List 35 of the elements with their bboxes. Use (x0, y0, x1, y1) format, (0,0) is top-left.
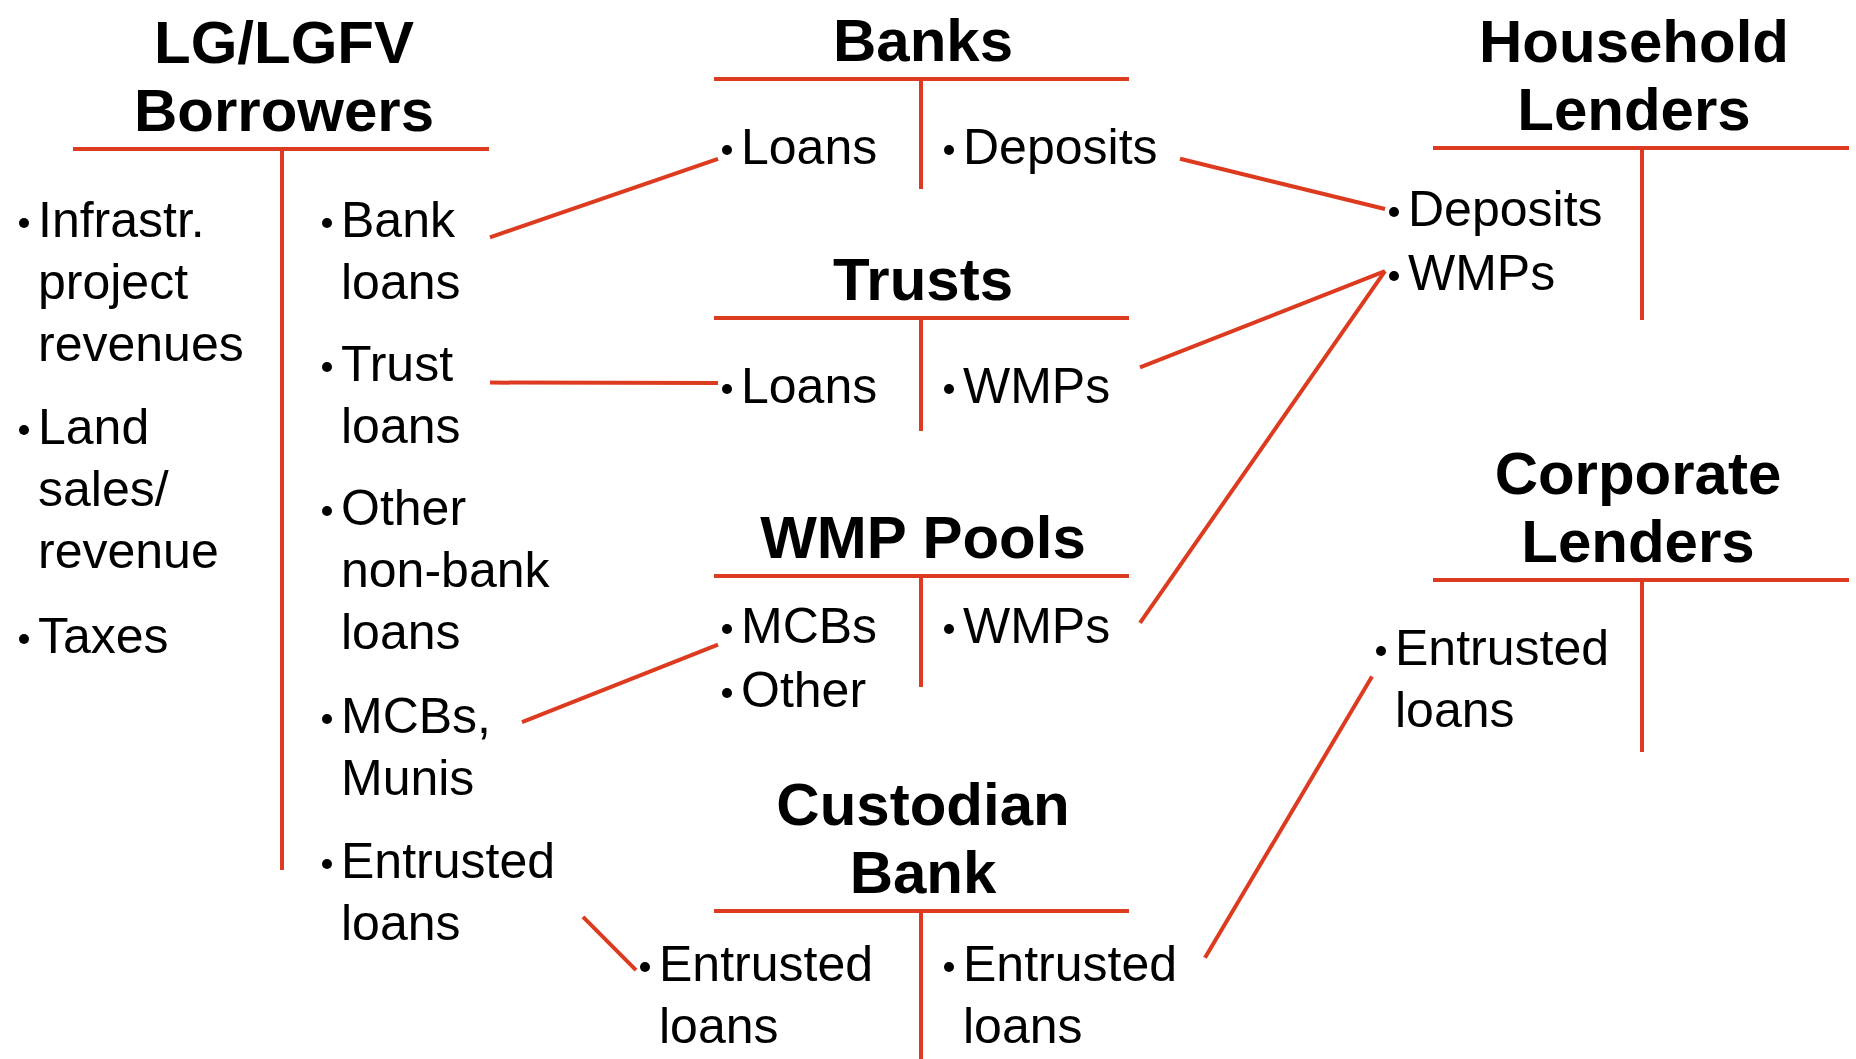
list-item: MCBs (741, 597, 878, 656)
list-item: Entrusted loans (659, 935, 874, 1056)
connector-line (1203, 675, 1374, 959)
list-item: Infrastr. project revenues (38, 191, 245, 374)
list-item: WMPs (963, 597, 1111, 656)
connector-line (489, 156, 719, 240)
list-item: Loans (741, 118, 878, 177)
account-heading: Custodian Bank (775, 771, 1071, 907)
list-item: Other non-bank loans (341, 479, 551, 662)
account-heading: Corporate Lenders (1493, 440, 1783, 576)
list-item: Deposits (1408, 180, 1603, 239)
list-item: WMPs (1408, 244, 1556, 303)
list-item: Taxes (38, 607, 169, 666)
account-heading: LG/LGFV Borrowers (132, 9, 436, 145)
account-heading: Trusts (831, 246, 1015, 314)
connector-line (490, 380, 718, 385)
connector-line (1138, 270, 1387, 625)
list-item: Entrusted loans (1395, 619, 1610, 740)
list-item: Loans (741, 357, 878, 416)
list-item: Trust loans (341, 335, 462, 456)
list-item: Bank loans (341, 191, 462, 312)
account-heading: WMP Pools (759, 504, 1087, 572)
list-item: Other (741, 661, 867, 720)
account-heading: Household Lenders (1478, 8, 1790, 144)
connector-line (521, 642, 719, 725)
list-item: Entrusted loans (963, 935, 1178, 1056)
account-heading: Banks (831, 7, 1015, 75)
connector-line (581, 915, 638, 972)
list-item: Land sales/ revenue (38, 398, 220, 581)
list-item: WMPs (963, 357, 1111, 416)
list-item: Entrusted loans (341, 832, 556, 953)
connector-line (1139, 269, 1386, 370)
connector-line (1179, 156, 1386, 211)
list-item: Deposits (963, 118, 1158, 177)
list-item: MCBs, Munis (341, 687, 492, 808)
